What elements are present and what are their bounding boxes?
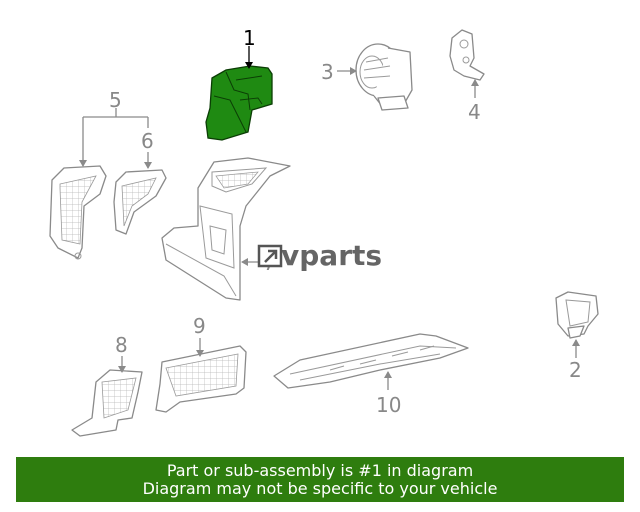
part-3-blower[interactable] xyxy=(355,43,413,111)
callout-9[interactable]: 9 xyxy=(193,314,206,338)
part-8-panel[interactable] xyxy=(71,369,143,437)
part-1-duct[interactable] xyxy=(205,65,273,141)
callout-8[interactable]: 8 xyxy=(115,333,128,357)
callout-3[interactable]: 3 xyxy=(321,60,334,84)
part-2-bracket[interactable] xyxy=(555,291,599,339)
part-6-panel[interactable] xyxy=(113,169,167,235)
part-4-bracket[interactable] xyxy=(449,29,485,81)
callout-10[interactable]: 10 xyxy=(376,393,401,417)
parts-diagram: 1 3 4 5 6 7 xyxy=(49,26,599,437)
part-10-cover[interactable] xyxy=(273,333,469,389)
part-7-trim[interactable] xyxy=(161,157,291,301)
banner-line-1: Part or sub-assembly is #1 in diagram xyxy=(166,461,474,480)
watermark-text: vparts xyxy=(281,239,382,272)
callout-6[interactable]: 6 xyxy=(141,129,154,153)
callout-5[interactable]: 5 xyxy=(109,88,122,112)
part-info-banner: Part or sub-assembly is #1 in diagram Di… xyxy=(16,457,624,502)
part-9-panel[interactable] xyxy=(155,345,247,413)
callout-2[interactable]: 2 xyxy=(569,358,582,382)
watermark-logo: vparts xyxy=(257,239,382,272)
banner-line-2: Diagram may not be specific to your vehi… xyxy=(142,479,498,498)
callout-1[interactable]: 1 xyxy=(243,26,256,50)
callout-4[interactable]: 4 xyxy=(468,100,481,124)
part-5-panel[interactable] xyxy=(49,165,107,260)
